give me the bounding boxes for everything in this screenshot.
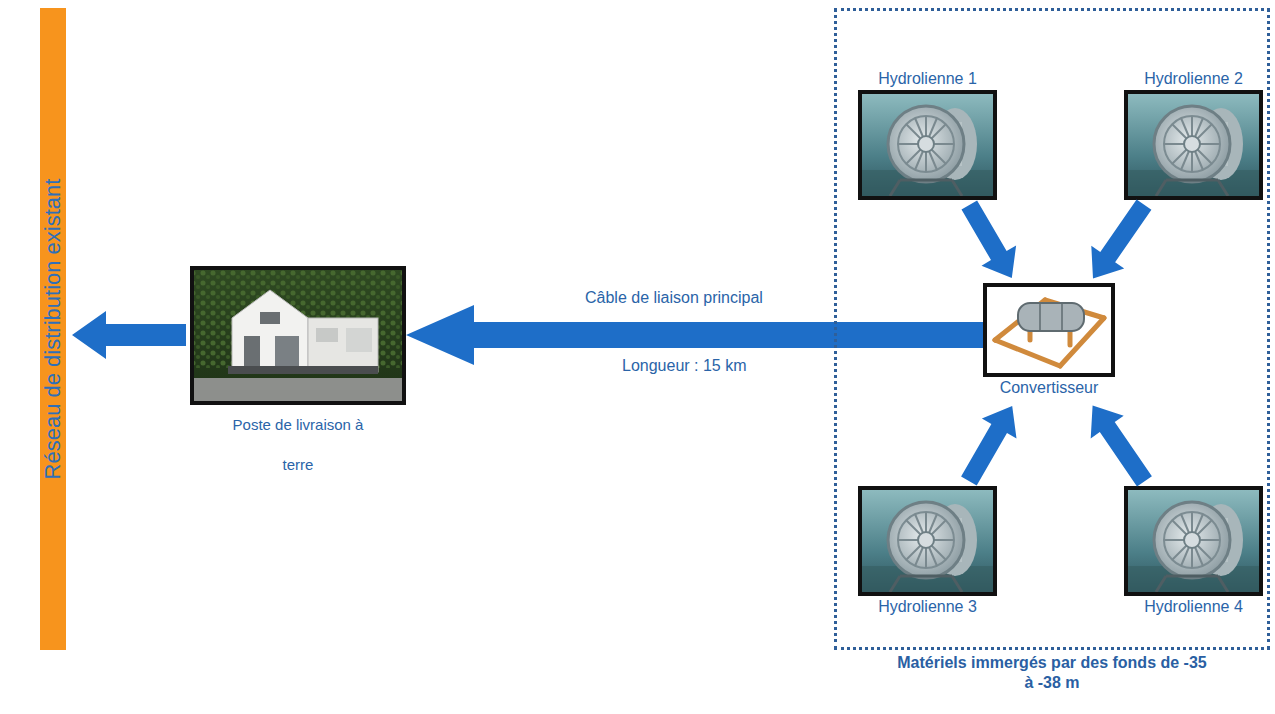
flow-arrow	[961, 406, 1016, 486]
equipment-box: Hydrolienne 3	[860, 488, 995, 618]
equipment-box: Hydrolienne 2	[1126, 68, 1261, 198]
picture-slot	[860, 488, 995, 596]
equipment-box: Poste de livraison à terre	[192, 268, 404, 485]
picture-slot	[1126, 90, 1261, 198]
grid-band: Réseau de distribution existant	[40, 8, 66, 650]
turbine-picture	[860, 488, 995, 594]
equipment-label: Hydrolienne 4	[1126, 596, 1261, 618]
equipment-label: Hydrolienne 3	[860, 596, 995, 618]
picture-slot	[1126, 488, 1261, 596]
turbine-picture	[860, 92, 995, 198]
band-label: Réseau de distribution existant	[40, 179, 66, 480]
equipment-label: Poste de livraison à terre	[223, 405, 373, 485]
picture-slot	[860, 90, 995, 198]
equipment-box: Hydrolienne 4	[1126, 488, 1261, 618]
region-caption: Matériels immergés par des fonds de -35 …	[897, 653, 1207, 693]
flow-arrow	[406, 305, 983, 365]
turbine-picture	[1126, 92, 1261, 198]
turbine-picture	[1126, 488, 1261, 594]
picture-slot	[192, 268, 404, 405]
flow-arrow	[1091, 406, 1152, 487]
equipment-box: Convertisseur	[985, 285, 1113, 399]
immersed-region: Matériels immergés par des fonds de -35 …	[834, 8, 1270, 650]
substation-picture	[192, 268, 404, 403]
flow-arrow	[962, 200, 1017, 278]
flow-arrow	[72, 311, 186, 359]
equipment-label: Hydrolienne 2	[1126, 68, 1261, 90]
flow-arrow	[1091, 200, 1151, 279]
equipment-box: Hydrolienne 1	[860, 68, 995, 198]
equipment-label: Convertisseur	[985, 377, 1113, 399]
length-label: Longueur : 15 km	[622, 357, 747, 375]
picture-slot	[985, 285, 1113, 377]
converter-picture	[985, 285, 1113, 375]
cable-label: Câble de liaison principal	[585, 289, 763, 307]
equipment-label: Hydrolienne 1	[860, 68, 995, 90]
